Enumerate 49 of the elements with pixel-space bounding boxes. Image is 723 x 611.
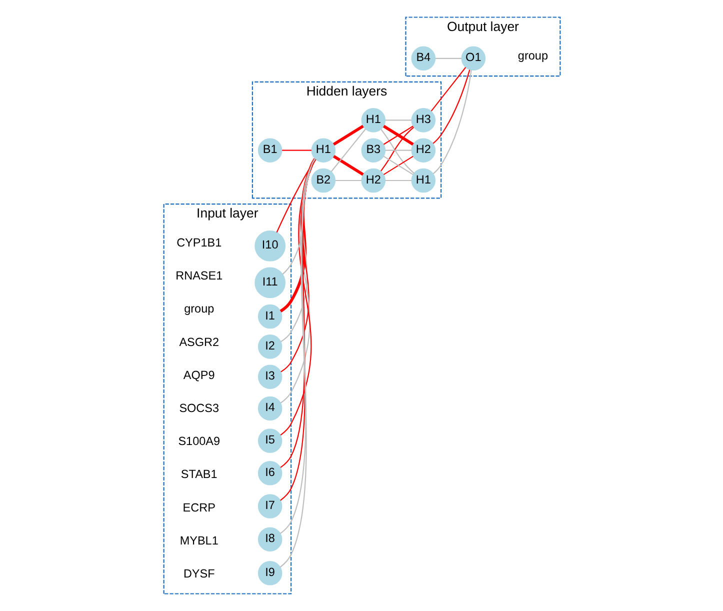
connector	[384, 180, 411, 182]
node-circle: B1	[257, 138, 282, 162]
node-label: STAB1	[180, 468, 217, 482]
connector	[432, 70, 470, 144]
connector	[432, 70, 472, 174]
node-circle: I3	[257, 364, 282, 389]
node-label: group	[184, 302, 214, 316]
connector	[282, 150, 311, 151]
node-circle: H1	[360, 108, 386, 132]
node-circle: H2	[360, 168, 386, 193]
node-circle: O1	[460, 46, 486, 71]
node-label: CYP1B1	[176, 236, 222, 250]
node-label: RNASE1	[175, 270, 222, 283]
node-circle: B4	[410, 46, 436, 71]
connector	[384, 150, 411, 151]
connector	[330, 128, 366, 172]
connector	[434, 58, 461, 59]
node-label: group	[517, 50, 548, 63]
node-circle: B2	[310, 168, 336, 193]
node-label: SOCS3	[178, 402, 219, 415]
node-circle: I5	[257, 428, 282, 453]
node-circle: H2	[410, 138, 436, 162]
node-label: ASGR2	[178, 336, 219, 349]
node-label: DYSF	[182, 567, 214, 580]
node-circle: I9	[257, 561, 282, 586]
connector	[334, 180, 361, 182]
node-circle: I4	[257, 396, 282, 421]
connector	[384, 120, 411, 121]
node-label: S100A9	[178, 435, 220, 448]
connector	[430, 67, 466, 112]
node-label: MYBL1	[179, 534, 218, 548]
connector	[276, 158, 316, 233]
connector	[282, 158, 316, 275]
node-label: ECRP	[182, 501, 215, 514]
node-circle: I10	[254, 230, 286, 262]
node-circle: B3	[360, 138, 386, 162]
node-circle: I7	[257, 494, 282, 518]
node-circle: I1	[257, 304, 282, 329]
node-circle: H1	[310, 138, 336, 162]
node-circle: I8	[257, 527, 282, 552]
connector	[279, 158, 316, 312]
node-circle: I11	[254, 267, 286, 298]
node-circle: I6	[257, 461, 282, 486]
connector	[332, 124, 364, 146]
connector	[332, 155, 364, 176]
node-circle: I2	[257, 334, 282, 359]
node-circle: H3	[410, 108, 436, 132]
node-circle: H1	[410, 168, 436, 193]
node-label: AQP9	[182, 368, 214, 382]
